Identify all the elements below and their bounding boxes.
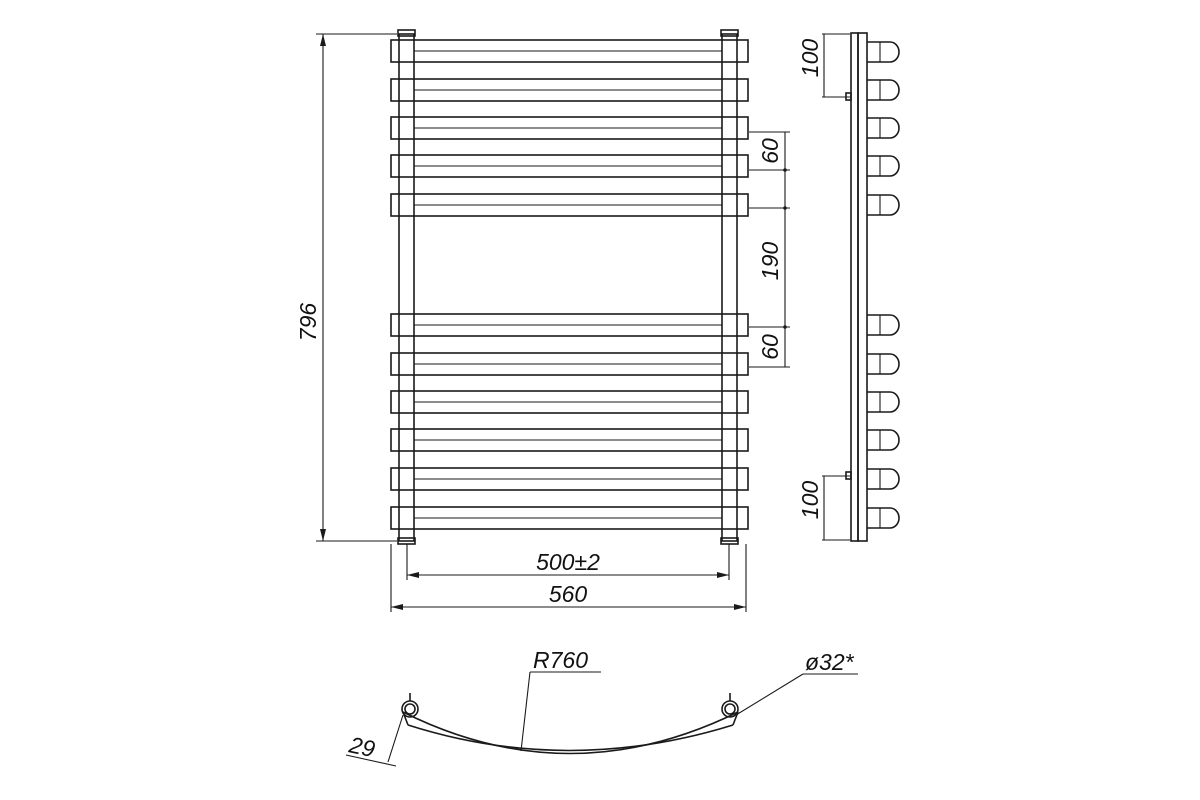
gap-top-label: 60 — [757, 138, 783, 164]
bar-end — [867, 507, 900, 529]
side-wall-plate — [850, 32, 859, 542]
horizontal-bar — [390, 154, 749, 178]
right-top-cap — [720, 29, 739, 37]
bar-end — [867, 391, 900, 413]
bar-end — [867, 314, 900, 336]
depth-dimension-line — [345, 754, 397, 767]
bar-end — [867, 429, 900, 451]
curved-bar-inner — [407, 724, 734, 752]
diameter-leader — [735, 673, 804, 716]
horizontal-bar — [390, 467, 749, 491]
bar-end — [867, 41, 900, 63]
horizontal-bar — [390, 78, 749, 102]
horizontal-bar — [390, 39, 749, 63]
side-view: 100 100 — [797, 32, 900, 542]
horizontal-bar — [390, 352, 749, 376]
horizontal-bar — [390, 506, 749, 530]
top-view: R760 ø32* 29 — [345, 647, 858, 767]
center-distance-label: 500±2 — [536, 549, 600, 575]
depth-label: 29 — [346, 731, 378, 762]
horizontal-bar — [390, 428, 749, 452]
bar-end — [867, 155, 900, 177]
overall-width-label: 560 — [549, 581, 588, 607]
front-view: 796 60 190 60 500±2 560 — [295, 29, 790, 612]
horizontal-bar — [390, 116, 749, 140]
right-collector — [721, 33, 738, 542]
middle-gap-label: 190 — [757, 242, 783, 281]
overall-height-label: 796 — [295, 303, 321, 342]
left-collector — [398, 33, 415, 542]
bar-end — [867, 353, 900, 375]
diameter-label: ø32* — [805, 649, 855, 675]
side-bottom-offset-label: 100 — [797, 481, 823, 520]
gap-bottom-label: 60 — [757, 334, 783, 360]
radius-label: R760 — [533, 647, 588, 673]
curved-bar-outer — [402, 711, 739, 755]
radius-leader — [520, 671, 531, 752]
horizontal-bar — [390, 390, 749, 414]
horizontal-bar — [390, 193, 749, 217]
horizontal-bars — [390, 39, 749, 530]
bar-end — [867, 468, 900, 490]
side-collector — [857, 32, 868, 542]
bar-end — [867, 79, 900, 101]
side-bar-ends — [867, 41, 900, 529]
bar-end — [867, 117, 900, 139]
horizontal-bar — [390, 313, 749, 337]
bar-end — [867, 194, 900, 216]
left-top-cap — [397, 29, 416, 37]
side-top-offset-label: 100 — [797, 39, 823, 78]
